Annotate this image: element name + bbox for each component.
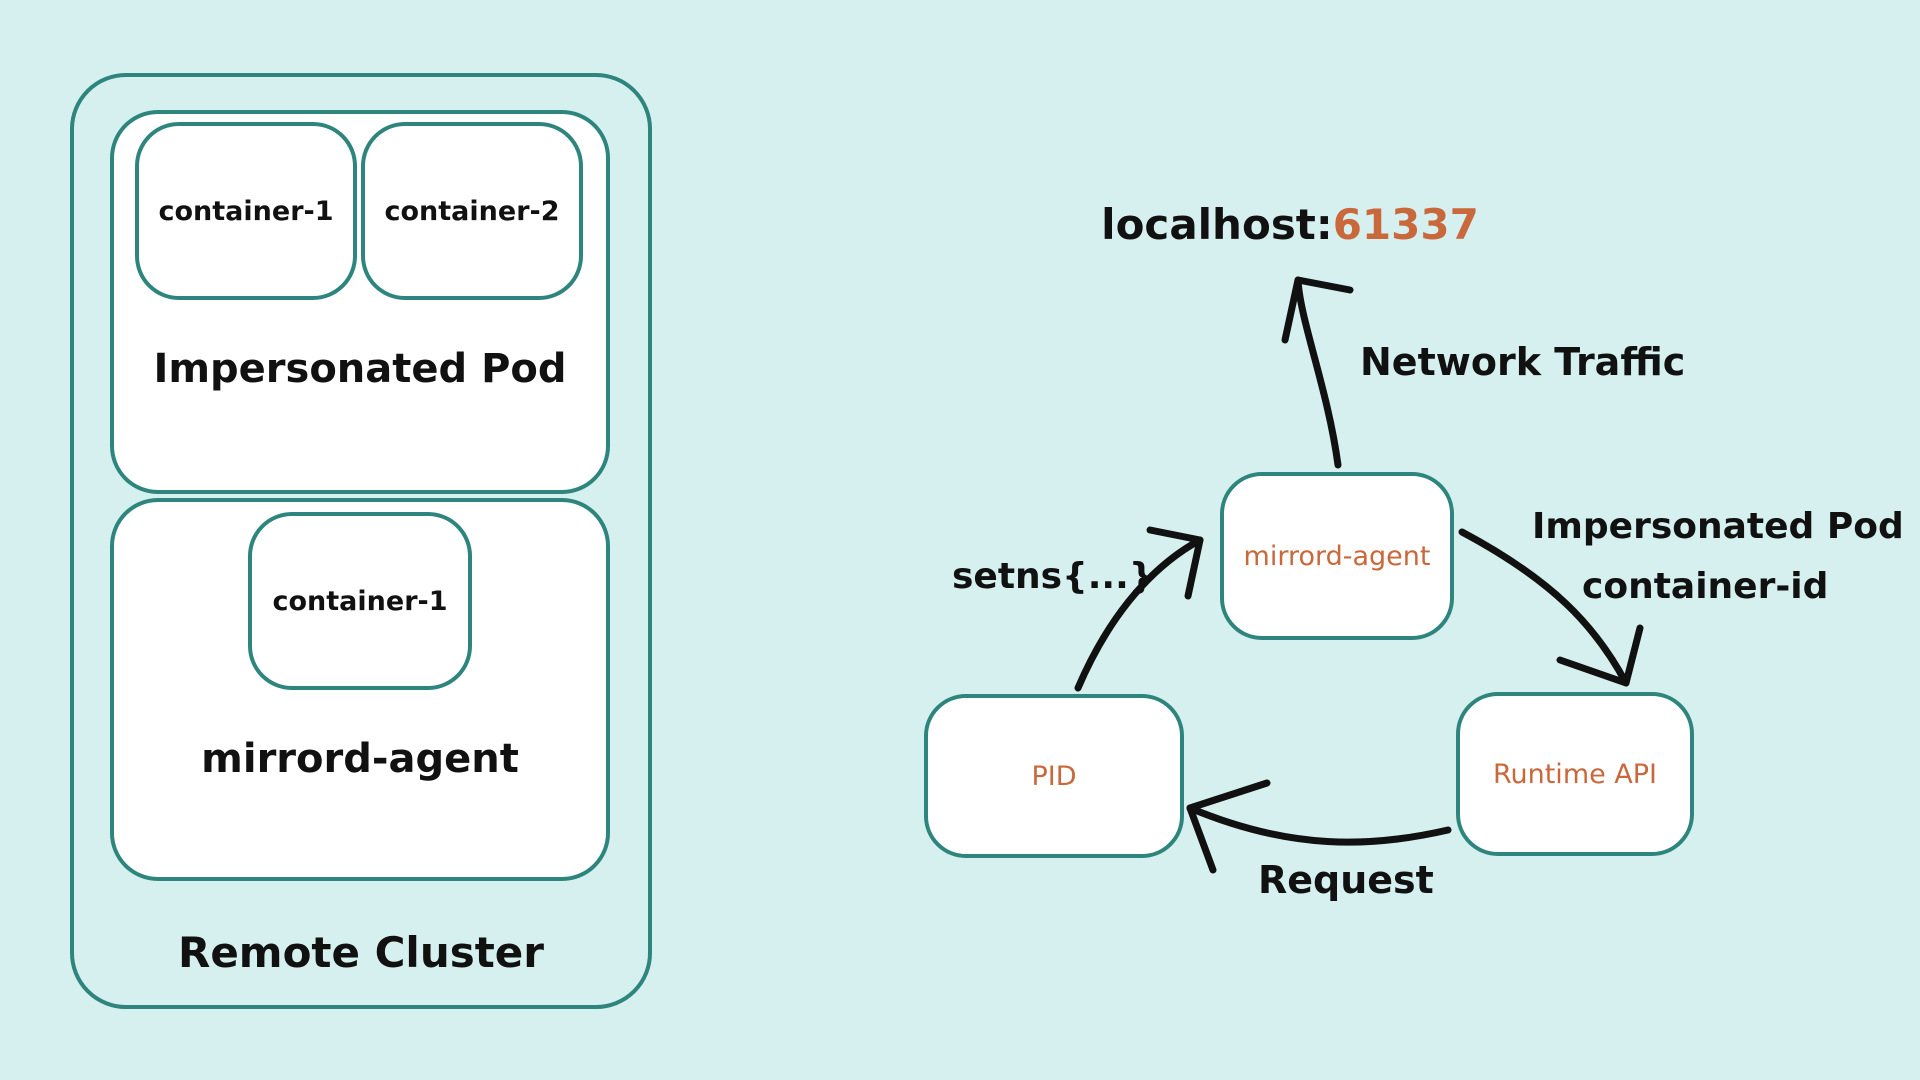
- network-traffic-label: Network Traffic: [1360, 340, 1686, 384]
- runtime-api-node: Runtime API: [1456, 692, 1694, 856]
- agent-container-1-label: container-1: [272, 585, 448, 617]
- container-id-edge-label: container-id: [1582, 566, 1829, 607]
- request-label: Request: [1258, 858, 1434, 902]
- setns-label: setns{...}: [952, 556, 1155, 597]
- container-1-box: container-1: [135, 122, 357, 300]
- arrow-agent-to-runtime: [1458, 528, 1630, 687]
- arrowhead-agent-to-runtime: [1556, 624, 1644, 687]
- arrow-pid-to-agent: [1074, 536, 1204, 692]
- localhost-label: localhost:61337: [1090, 200, 1490, 249]
- localhost-host: localhost:: [1101, 200, 1333, 249]
- localhost-port: 61337: [1332, 200, 1479, 249]
- arrow-runtime-to-pid: [1186, 804, 1452, 846]
- agent-container-1-box: container-1: [248, 512, 472, 690]
- mirrord-agent-node-label: mirrord-agent: [1243, 540, 1431, 572]
- pid-node-label: PID: [1031, 760, 1077, 792]
- impersonated-pod-label: Impersonated Pod: [153, 346, 567, 392]
- container-1-label: container-1: [158, 195, 334, 227]
- pid-node: PID: [924, 694, 1184, 858]
- arrowhead-network-traffic: [1281, 276, 1354, 344]
- arrowhead-runtime-to-pid: [1186, 779, 1271, 874]
- arrowhead-pid-to-agent: [1146, 526, 1204, 600]
- arrow-network-traffic: [1294, 276, 1342, 469]
- remote-cluster-frame: [70, 73, 652, 1009]
- agent-pod-label: mirrord-agent: [201, 736, 519, 782]
- remote-cluster-label: Remote Cluster: [177, 928, 545, 977]
- runtime-api-node-label: Runtime API: [1492, 758, 1658, 790]
- container-2-box: container-2: [361, 122, 583, 300]
- container-2-label: container-2: [384, 195, 560, 227]
- mirrord-agent-node: mirrord-agent: [1220, 472, 1454, 640]
- impersonated-pod-edge-label: Impersonated Pod: [1532, 506, 1904, 547]
